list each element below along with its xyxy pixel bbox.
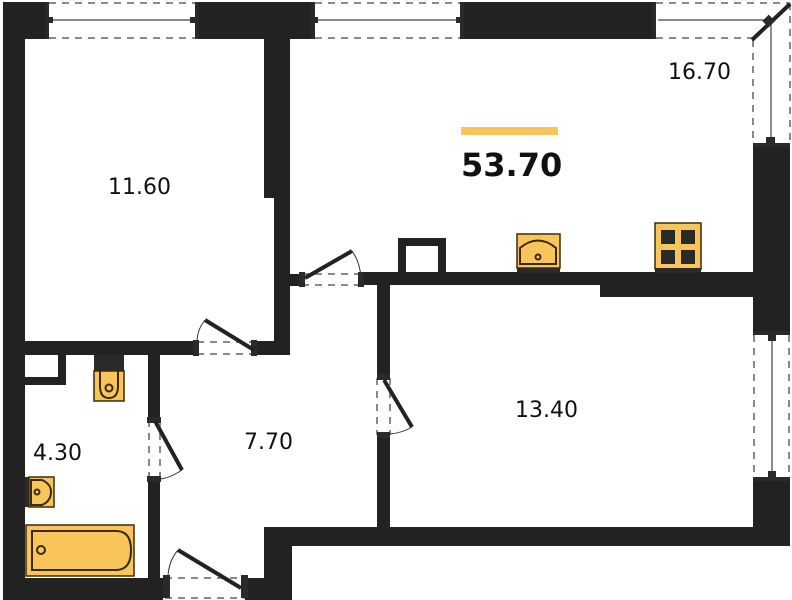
door-entrance[interactable]	[163, 548, 248, 599]
windows	[45, 2, 792, 481]
room-area-bedroom: 11.60	[108, 175, 171, 200]
window-bedroom	[45, 2, 199, 39]
door-bathroom[interactable]	[147, 417, 184, 482]
kitchen-sink-icon	[516, 233, 561, 273]
room-area-kitchen-living: 16.70	[668, 60, 731, 85]
room-area-room: 13.40	[515, 398, 578, 423]
door-room[interactable]	[376, 374, 414, 438]
door-bedroom[interactable]	[193, 318, 257, 356]
room-area-bathroom: 4.30	[33, 441, 82, 466]
toilet-icon	[93, 355, 125, 402]
total-area-accent-bar	[461, 127, 558, 135]
walls	[3, 2, 790, 600]
window-room-right	[753, 331, 790, 481]
total-area: 53.70	[461, 146, 563, 184]
door-kitchen[interactable]	[299, 249, 364, 287]
bathtub-icon	[25, 524, 135, 577]
doors	[147, 249, 414, 599]
room-area-hallway: 7.70	[244, 430, 293, 455]
window-kitchen-top	[311, 2, 464, 39]
fixtures	[25, 222, 702, 577]
window-kitchen-corner	[652, 2, 792, 147]
stove-icon	[654, 222, 702, 273]
sink-icon	[25, 476, 55, 508]
